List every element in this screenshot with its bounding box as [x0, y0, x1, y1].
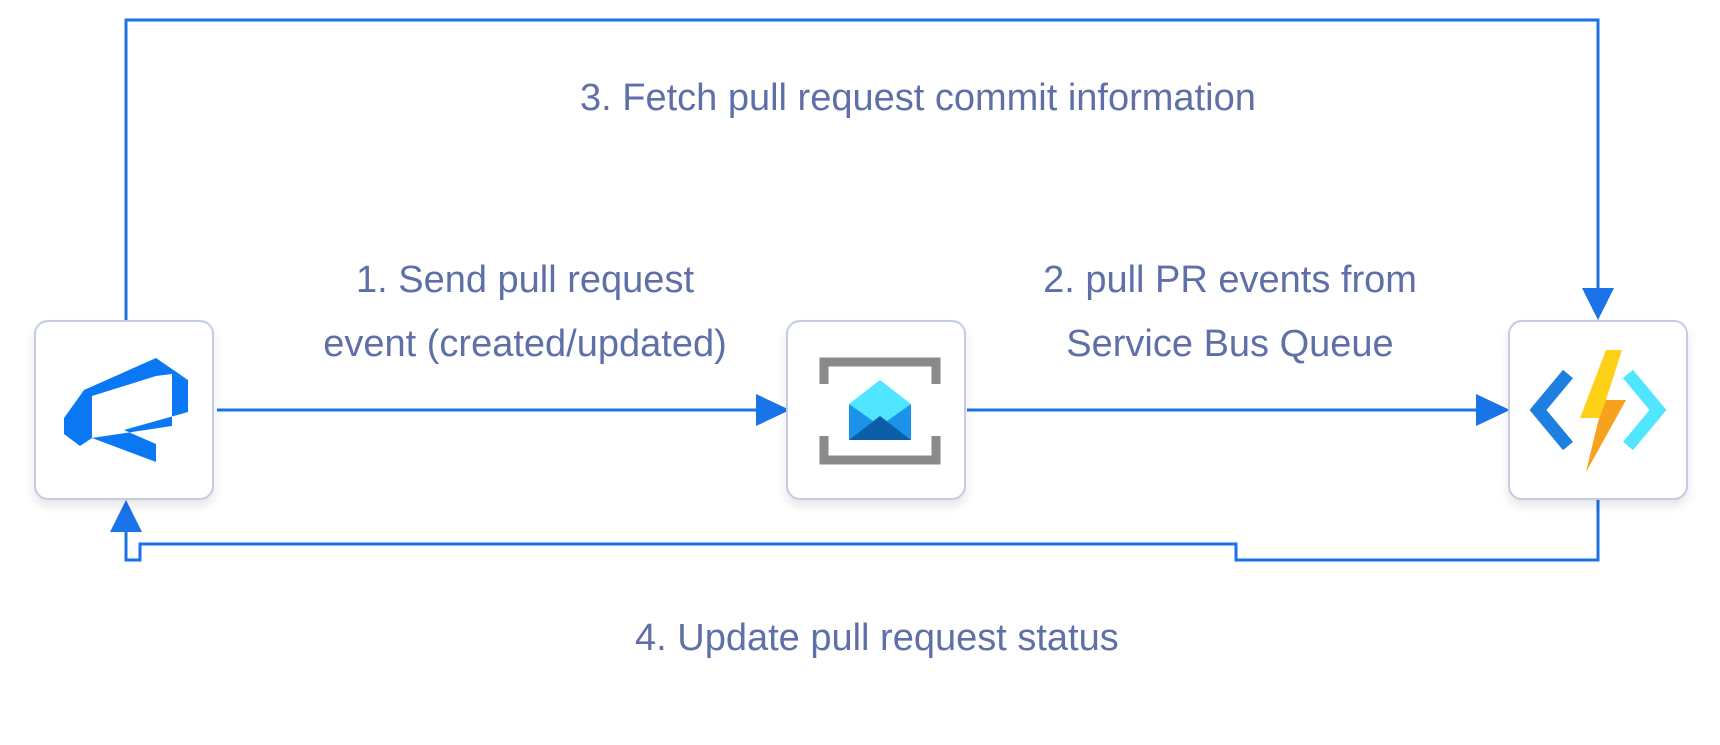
step-3-label: 3. Fetch pull request commit information [580, 66, 1256, 130]
step-2-line-1: 2. pull PR events from [1043, 259, 1417, 301]
step-1-label: 1. Send pull request event (created/upda… [290, 248, 760, 376]
arrowhead-into-functions-top [1582, 288, 1614, 320]
service-bus-queue-node[interactable] [786, 320, 966, 500]
step-2-label: 2. pull PR events from Service Bus Queue [1010, 248, 1450, 376]
connector-update-pr-status [124, 500, 1600, 562]
service-bus-queue-icon [819, 357, 941, 465]
azure-devops-node[interactable] [34, 320, 214, 500]
arrowhead-into-servicebus [756, 394, 790, 426]
step-1-line-2: event (created/updated) [323, 323, 727, 365]
arrowhead-into-functions-left [1476, 394, 1510, 426]
step-1-line-1: 1. Send pull request [355, 259, 694, 301]
connector-fetch-commit-info [124, 18, 1600, 322]
azure-functions-node[interactable] [1508, 320, 1688, 500]
step-2-line-2: Service Bus Queue [1066, 323, 1394, 365]
azure-functions-icon [1529, 350, 1667, 472]
step-4-text: 4. Update pull request status [635, 617, 1119, 659]
step-3-text: 3. Fetch pull request commit information [580, 77, 1256, 119]
azure-devops-icon [64, 358, 188, 462]
step-4-label: 4. Update pull request status [635, 606, 1119, 670]
arrowhead-into-devops-bottom [110, 500, 142, 532]
